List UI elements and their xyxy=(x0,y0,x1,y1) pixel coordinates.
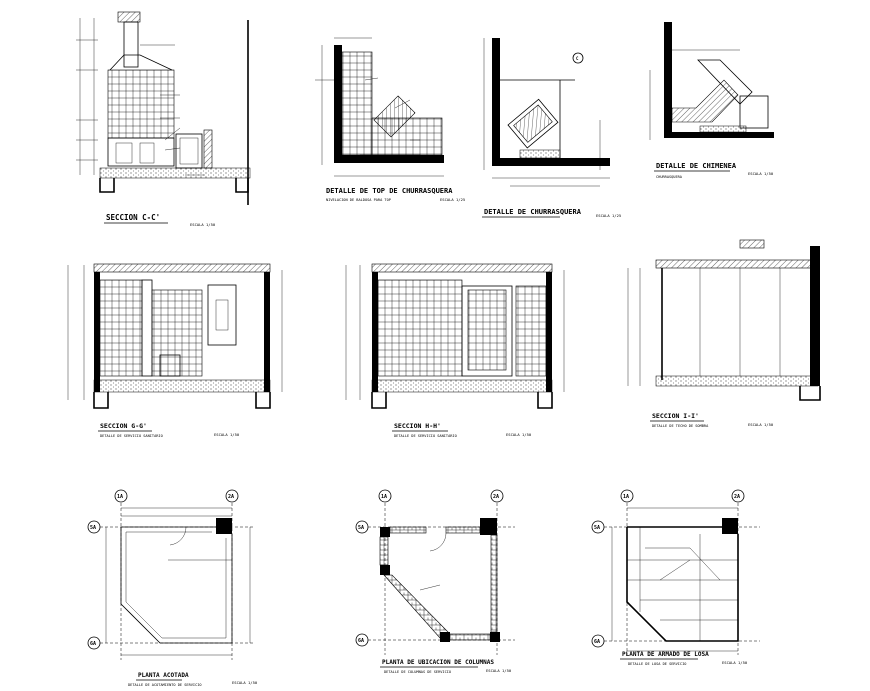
view-planta-columnas: 1A 2A 5A 6A PLANTA DE UBICACION DE COLUM… xyxy=(355,489,515,674)
view-top-churrasquera: DETALLE DE TOP DE CHURRASQUERA NIVELACIO… xyxy=(315,37,465,202)
grid-label-5a-losa: 5A xyxy=(594,525,600,531)
grid-bubble-c xyxy=(572,52,584,64)
scale-seccion-hh: ESCALA 1/50 xyxy=(506,432,532,437)
title-seccion-ii: SECCION I-I' xyxy=(652,412,699,420)
scale-seccion-gg: ESCALA 1/50 xyxy=(214,432,240,437)
scale-planta-losa: ESCALA 1/50 xyxy=(722,660,748,665)
subtitle-seccion-gg: DETALLE DE SERVICIO SANITARIO xyxy=(100,434,163,438)
title-planta-acotada: PLANTA ACOTADA xyxy=(138,672,189,679)
grid-label-6a-acotada: 6A xyxy=(90,641,96,647)
title-seccion-cc: SECCION C-C' xyxy=(106,213,160,222)
grid-label-1a-acotada: 1A xyxy=(117,494,123,500)
view-detalle-chimenea: DETALLE DE CHIMENEA CHURRASQUERA ESCALA … xyxy=(649,22,774,179)
title-planta-losa: PLANTA DE ARMADO DE LOSA xyxy=(622,651,709,658)
scale-detalle-chimenea: ESCALA 1/50 xyxy=(748,171,774,176)
subtitle-planta-acotada: DETALLE DE ACOTAMIENTO DE SERVICIO xyxy=(128,683,202,687)
scale-seccion-ii: ESCALA 1/50 xyxy=(748,422,774,427)
subtitle-detalle-chimenea: CHURRASQUERA xyxy=(656,175,683,179)
title-planta-columnas: PLANTA DE UBICACION DE COLUMNAS xyxy=(382,659,494,666)
title-seccion-gg: SECCION G-G' xyxy=(100,422,147,430)
grid-label-5a-acotada: 5A xyxy=(90,525,96,531)
subtitle-seccion-hh: DETALLE DE SERVICIO SANITARIO xyxy=(394,434,457,438)
view-seccion-hh: SECCION H-H' DETALLE DE SERVICIO SANITAR… xyxy=(345,263,565,438)
scale-seccion-cc: ESCALA 1/50 xyxy=(190,222,216,227)
subtitle-top-churrasquera: NIVELACION DE BALDOSA PARA TOP xyxy=(326,198,391,202)
subtitle-planta-columnas: DETALLE DE COLUMNAS DE SERVICIO xyxy=(384,670,451,674)
subtitle-seccion-ii: DETALLE DE TECHO DE SOMBRA xyxy=(652,424,709,428)
grid-label-2a-columnas: 2A xyxy=(493,494,499,500)
title-detalle-chimenea: DETALLE DE CHIMENEA xyxy=(656,162,737,170)
grid-label-6a-losa: 6A xyxy=(594,639,600,645)
subtitle-planta-losa: DETALLE DE LOSA DE SERVICIO xyxy=(628,662,686,666)
view-detalle-churrasquera: C DETALLE DE CHURRASQUERA ESCALA 1/25 xyxy=(482,38,621,218)
title-detalle-churrasquera: DETALLE DE CHURRASQUERA xyxy=(484,208,582,216)
scale-planta-columnas: ESCALA 1/50 xyxy=(486,668,512,673)
scale-planta-acotada: ESCALA 1/50 xyxy=(232,680,258,685)
view-seccion-gg: SECCION G-G' DETALLE DE SERVICIO SANITAR… xyxy=(67,263,283,438)
view-seccion-cc: SECCION C-C' ESCALA 1/50 xyxy=(76,11,251,227)
grid-label-1a-columnas: 1A xyxy=(381,494,387,500)
grid-label-c: C xyxy=(576,56,579,61)
view-planta-acotada: 1A 2A 5A 6A PLANTA ACOTADA DETALLE DE AC… xyxy=(87,489,258,687)
grid-label-5a-columnas: 5A xyxy=(358,525,364,531)
grid-label-2a-losa: 2A xyxy=(734,494,740,500)
scale-detalle-churrasquera: ESCALA 1/25 xyxy=(596,213,621,218)
title-top-churrasquera: DETALLE DE TOP DE CHURRASQUERA xyxy=(326,187,453,195)
grid-label-2a-acotada: 2A xyxy=(228,494,234,500)
view-planta-losa: 1A 2A 5A 6A PLANTA DE ARMADO DE LOSA DET… xyxy=(591,489,760,666)
grid-label-1a-losa: 1A xyxy=(623,494,629,500)
title-seccion-hh: SECCION H-H' xyxy=(394,422,441,430)
grid-label-6a-columnas: 6A xyxy=(358,638,364,644)
scale-top-churrasquera: ESCALA 1/25 xyxy=(440,197,465,202)
view-seccion-ii: SECCION I-I' DETALLE DE TECHO DE SOMBRA … xyxy=(627,239,821,428)
